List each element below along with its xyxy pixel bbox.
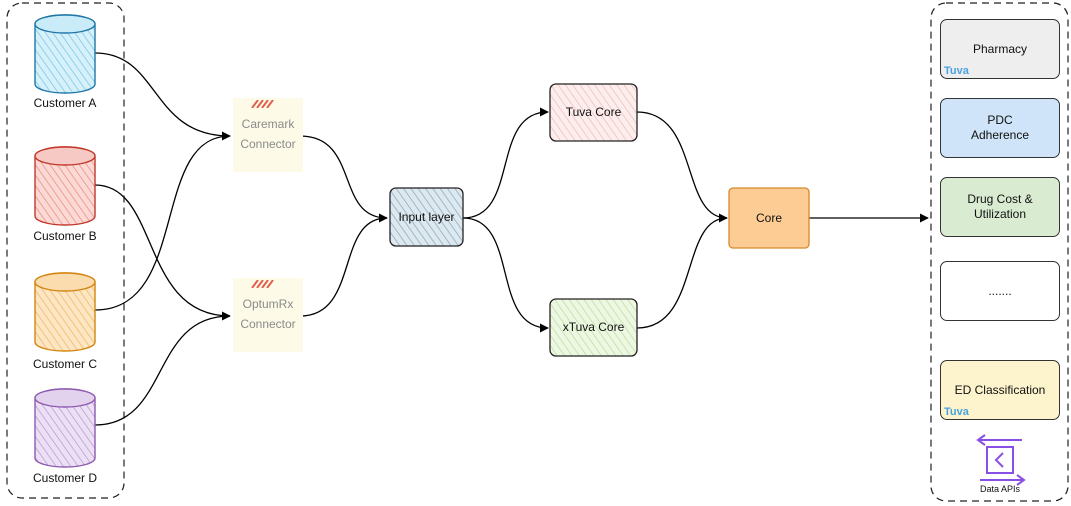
- customer-b-label: Customer B: [33, 229, 97, 243]
- customer-c-label: Customer C: [32, 357, 97, 371]
- edge-xtuva-core-core: [636, 217, 728, 329]
- input-layer-box[interactable]: [389, 187, 464, 247]
- edge-input-xtuva-core: [462, 217, 549, 333]
- output-label: Pharmacy: [972, 41, 1028, 56]
- xtuva-core-box[interactable]: [549, 298, 638, 357]
- output-drug-cost-utilization[interactable]: Drug Cost & Utilization: [940, 177, 1060, 237]
- customer-a-cylinder[interactable]: [34, 14, 96, 94]
- output-label: .......: [988, 283, 1012, 298]
- caremark-connector[interactable]: Caremark Connector: [233, 98, 303, 172]
- edge-customer-c-caremark: [94, 135, 231, 311]
- tag-icon: [251, 100, 274, 108]
- edge-optumrx-input: [299, 217, 388, 317]
- data-apis-label: Data APIs: [979, 484, 1021, 494]
- tag-icon: [251, 280, 274, 288]
- customer-c-cylinder[interactable]: [34, 272, 96, 352]
- tuva-core-label: Tuva Core: [565, 105, 622, 119]
- outputs-group: [930, 2, 1069, 502]
- output-pharmacy[interactable]: Pharmacy Tuva: [940, 19, 1060, 79]
- customer-a-label: Customer A: [33, 96, 97, 110]
- customer-d-cylinder[interactable]: [34, 388, 96, 468]
- tuva-badge: Tuva: [944, 65, 969, 77]
- customer-b-cylinder[interactable]: [34, 146, 96, 226]
- connector-suffix: Connector: [240, 137, 296, 151]
- output-label: Drug Cost & Utilization: [967, 192, 1033, 221]
- tuva-badge: Tuva: [944, 406, 969, 418]
- customers-group: [6, 2, 125, 499]
- xtuva-core-label: xTuva Core: [562, 320, 625, 334]
- edge-customer-b-optumrx: [94, 184, 231, 321]
- connector-suffix: Connector: [240, 317, 296, 331]
- input-layer-label: Input layer: [398, 209, 455, 224]
- output-pdc-adherence[interactable]: PDC Adherence: [940, 98, 1060, 158]
- tuva-core-box[interactable]: [549, 83, 638, 142]
- data-apis-icon: [976, 434, 1026, 486]
- core-box[interactable]: [728, 187, 810, 249]
- connector-name: Caremark: [241, 117, 295, 131]
- edge-customer-a-caremark: [94, 52, 231, 141]
- output-label: PDC Adherence: [970, 113, 1030, 142]
- edge-caremark-input: [299, 135, 388, 223]
- edge-customer-d-optumrx: [94, 315, 231, 426]
- edge-input-tuva-core: [462, 107, 549, 219]
- output-label: ED Classification: [954, 382, 1046, 397]
- connector-name: OptumRx: [242, 297, 294, 311]
- output-more[interactable]: .......: [940, 261, 1060, 321]
- customer-d-label: Customer D: [32, 471, 97, 485]
- core-label: Core: [755, 210, 782, 225]
- edge-tuva-core-core: [636, 111, 728, 223]
- optumrx-connector[interactable]: OptumRx Connector: [233, 278, 303, 352]
- output-ed-classification[interactable]: ED Classification Tuva: [940, 360, 1060, 420]
